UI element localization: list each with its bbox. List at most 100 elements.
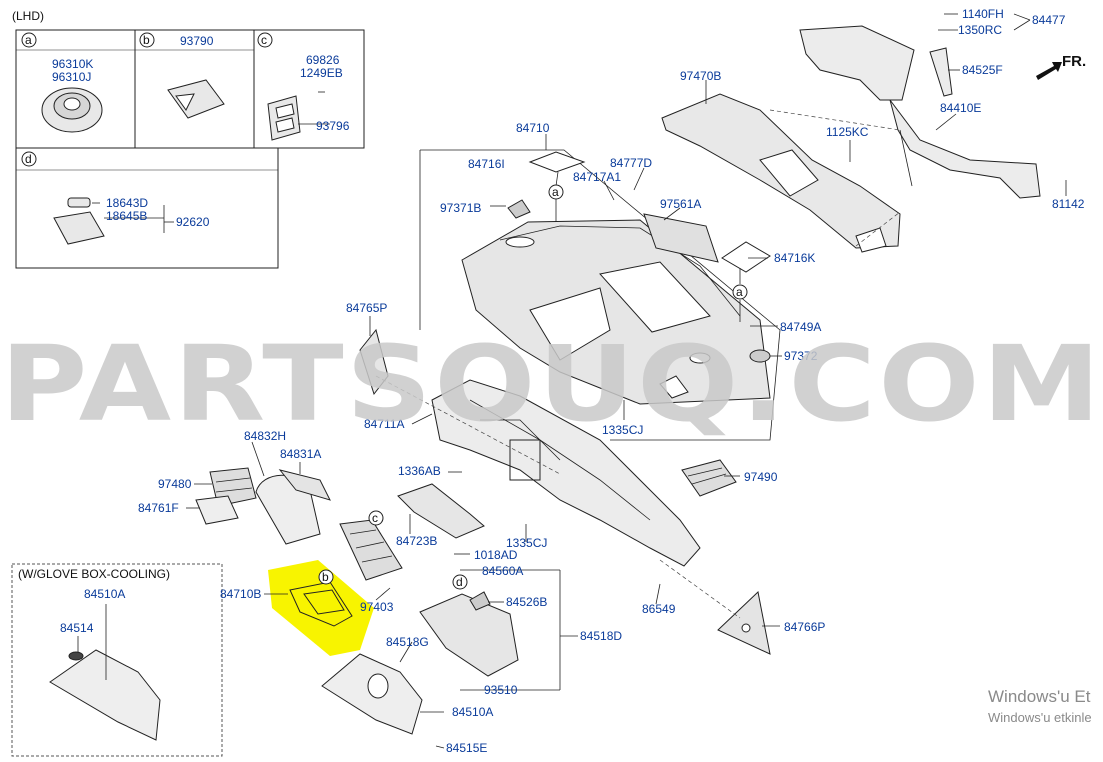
glove-cooling-box: [11, 563, 223, 757]
svg-text:a: a: [25, 33, 32, 47]
svg-text:b: b: [143, 33, 150, 47]
support-bracket-drawing: [799, 25, 1041, 199]
diagram-title: (LHD): [12, 9, 44, 23]
cover-84716I-drawing: [528, 151, 586, 173]
part-97371B[interactable]: 97371B: [440, 201, 481, 215]
part-1335CJ-bottom[interactable]: 1335CJ: [506, 536, 547, 550]
glove-housing-drawing: [419, 591, 519, 677]
callout-a-upper: a: [548, 184, 564, 200]
part-84749A[interactable]: 84749A: [780, 320, 821, 334]
part-93790[interactable]: 93790: [180, 34, 214, 48]
part-84518G[interactable]: 84518G: [386, 635, 429, 649]
windows-activation-line1: Windows'u Et: [988, 687, 1091, 706]
part-86549[interactable]: 86549: [642, 602, 676, 616]
part-92620[interactable]: 92620: [176, 215, 210, 229]
switch-panel-drawing: [267, 91, 330, 141]
front-direction-arrow: FR.: [1036, 53, 1086, 80]
crash-pad-drawing: [461, 219, 771, 405]
part-18645B[interactable]: 18645B: [106, 209, 147, 223]
part-1335CJ-top[interactable]: 1335CJ: [602, 423, 643, 437]
part-84710B[interactable]: 84710B: [220, 587, 261, 601]
defrost-grille-drawing: [643, 213, 719, 263]
part-84716K[interactable]: 84716K: [774, 251, 815, 265]
part-84710[interactable]: 84710: [516, 121, 550, 135]
glove-box-drawing: [321, 653, 423, 735]
part-97403[interactable]: 97403: [360, 600, 394, 614]
inset-c-marker: c: [257, 32, 273, 48]
part-1018AD[interactable]: 1018AD: [474, 548, 518, 562]
svg-text:c: c: [372, 511, 378, 525]
part-97470B[interactable]: 97470B: [680, 69, 721, 83]
part-96310J[interactable]: 96310J: [52, 70, 91, 84]
svg-text:a: a: [736, 285, 743, 299]
glove-cooling-title: (W/GLOVE BOX-COOLING): [18, 567, 170, 581]
part-84526B[interactable]: 84526B: [506, 595, 547, 609]
part-97480[interactable]: 97480: [158, 477, 192, 491]
part-1140FH[interactable]: 1140FH: [962, 7, 1004, 21]
guide-lines: [375, 109, 901, 619]
part-93796[interactable]: 93796: [316, 119, 350, 133]
part-81142[interactable]: 81142: [1052, 197, 1085, 211]
garnish-84766P-drawing: [717, 591, 771, 655]
part-84832H[interactable]: 84832H: [244, 429, 286, 443]
windows-activation-line2: Windows'u etkinle: [988, 710, 1092, 725]
part-84831A[interactable]: 84831A: [280, 447, 321, 461]
part-1350RC[interactable]: 1350RC: [958, 23, 1002, 37]
svg-text:b: b: [322, 570, 329, 584]
part-84717A1[interactable]: 84717A1: [573, 170, 621, 184]
part-84560A[interactable]: 84560A: [482, 564, 523, 578]
part-84716I[interactable]: 84716I: [468, 157, 505, 171]
cover-84716K-drawing: [721, 241, 771, 273]
leader-lines: [77, 13, 1067, 749]
center-vent-drawing: [339, 519, 403, 581]
part-84510A-cooling[interactable]: 84510A: [84, 587, 125, 601]
svg-text:d: d: [456, 575, 463, 589]
callout-c: c: [368, 510, 384, 526]
speaker-drawing: [41, 87, 103, 133]
hazard-switch-drawing: [167, 79, 225, 119]
callout-d: d: [452, 574, 468, 590]
part-69826[interactable]: 69826: [306, 53, 340, 67]
part-97561A[interactable]: 97561A: [660, 197, 701, 211]
part-84765P[interactable]: 84765P: [346, 301, 387, 315]
part-93510[interactable]: 93510: [484, 683, 518, 697]
side-cover-left-drawing: [195, 495, 239, 525]
lamp-drawing: [53, 197, 174, 245]
callout-b: b: [318, 569, 334, 585]
part-84510A[interactable]: 84510A: [452, 705, 493, 719]
part-84518D[interactable]: 84518D: [580, 629, 622, 643]
inset-a-marker: a: [21, 32, 37, 48]
part-84723B[interactable]: 84723B: [396, 534, 437, 548]
part-1336AB[interactable]: 1336AB: [398, 464, 441, 478]
part-1249EB[interactable]: 1249EB: [300, 66, 343, 80]
part-84515E[interactable]: 84515E: [446, 741, 487, 755]
part-18643D[interactable]: 18643D: [106, 196, 148, 210]
defroster-duct-drawing: [661, 93, 901, 253]
side-panel-84765P-drawing: [359, 328, 389, 396]
part-84777D[interactable]: 84777D: [610, 156, 652, 170]
site-watermark: PARTSOUQ.COM: [0, 323, 1103, 445]
cluster-hood-drawing: [255, 469, 331, 545]
svg-text:d: d: [25, 152, 32, 166]
part-97490[interactable]: 97490: [744, 470, 778, 484]
cowl-cross-bar-drawing: [431, 379, 701, 567]
part-84514[interactable]: 84514: [60, 621, 94, 635]
part-96310K[interactable]: 96310K: [52, 57, 93, 71]
part-84711A[interactable]: 84711A: [364, 417, 404, 431]
part-84761F[interactable]: 84761F: [138, 501, 179, 515]
inset-b-marker: b: [139, 32, 155, 48]
part-84410E[interactable]: 84410E: [940, 101, 981, 115]
bracket-84723B-drawing: [397, 483, 485, 539]
part-84477[interactable]: 84477: [1032, 13, 1066, 27]
part-1125KC[interactable]: 1125KC: [826, 125, 869, 139]
svg-text:c: c: [261, 33, 267, 47]
part-84766P[interactable]: 84766P: [784, 620, 825, 634]
side-vent-right-drawing: [681, 459, 737, 497]
part-84525F[interactable]: 84525F: [962, 63, 1003, 77]
part-97372[interactable]: 97372: [784, 349, 818, 363]
glove-cooling-drawing: [49, 649, 161, 741]
callout-a-lower: a: [732, 284, 748, 300]
svg-text:FR.: FR.: [1062, 53, 1086, 70]
inset-d-marker: d: [21, 151, 37, 167]
